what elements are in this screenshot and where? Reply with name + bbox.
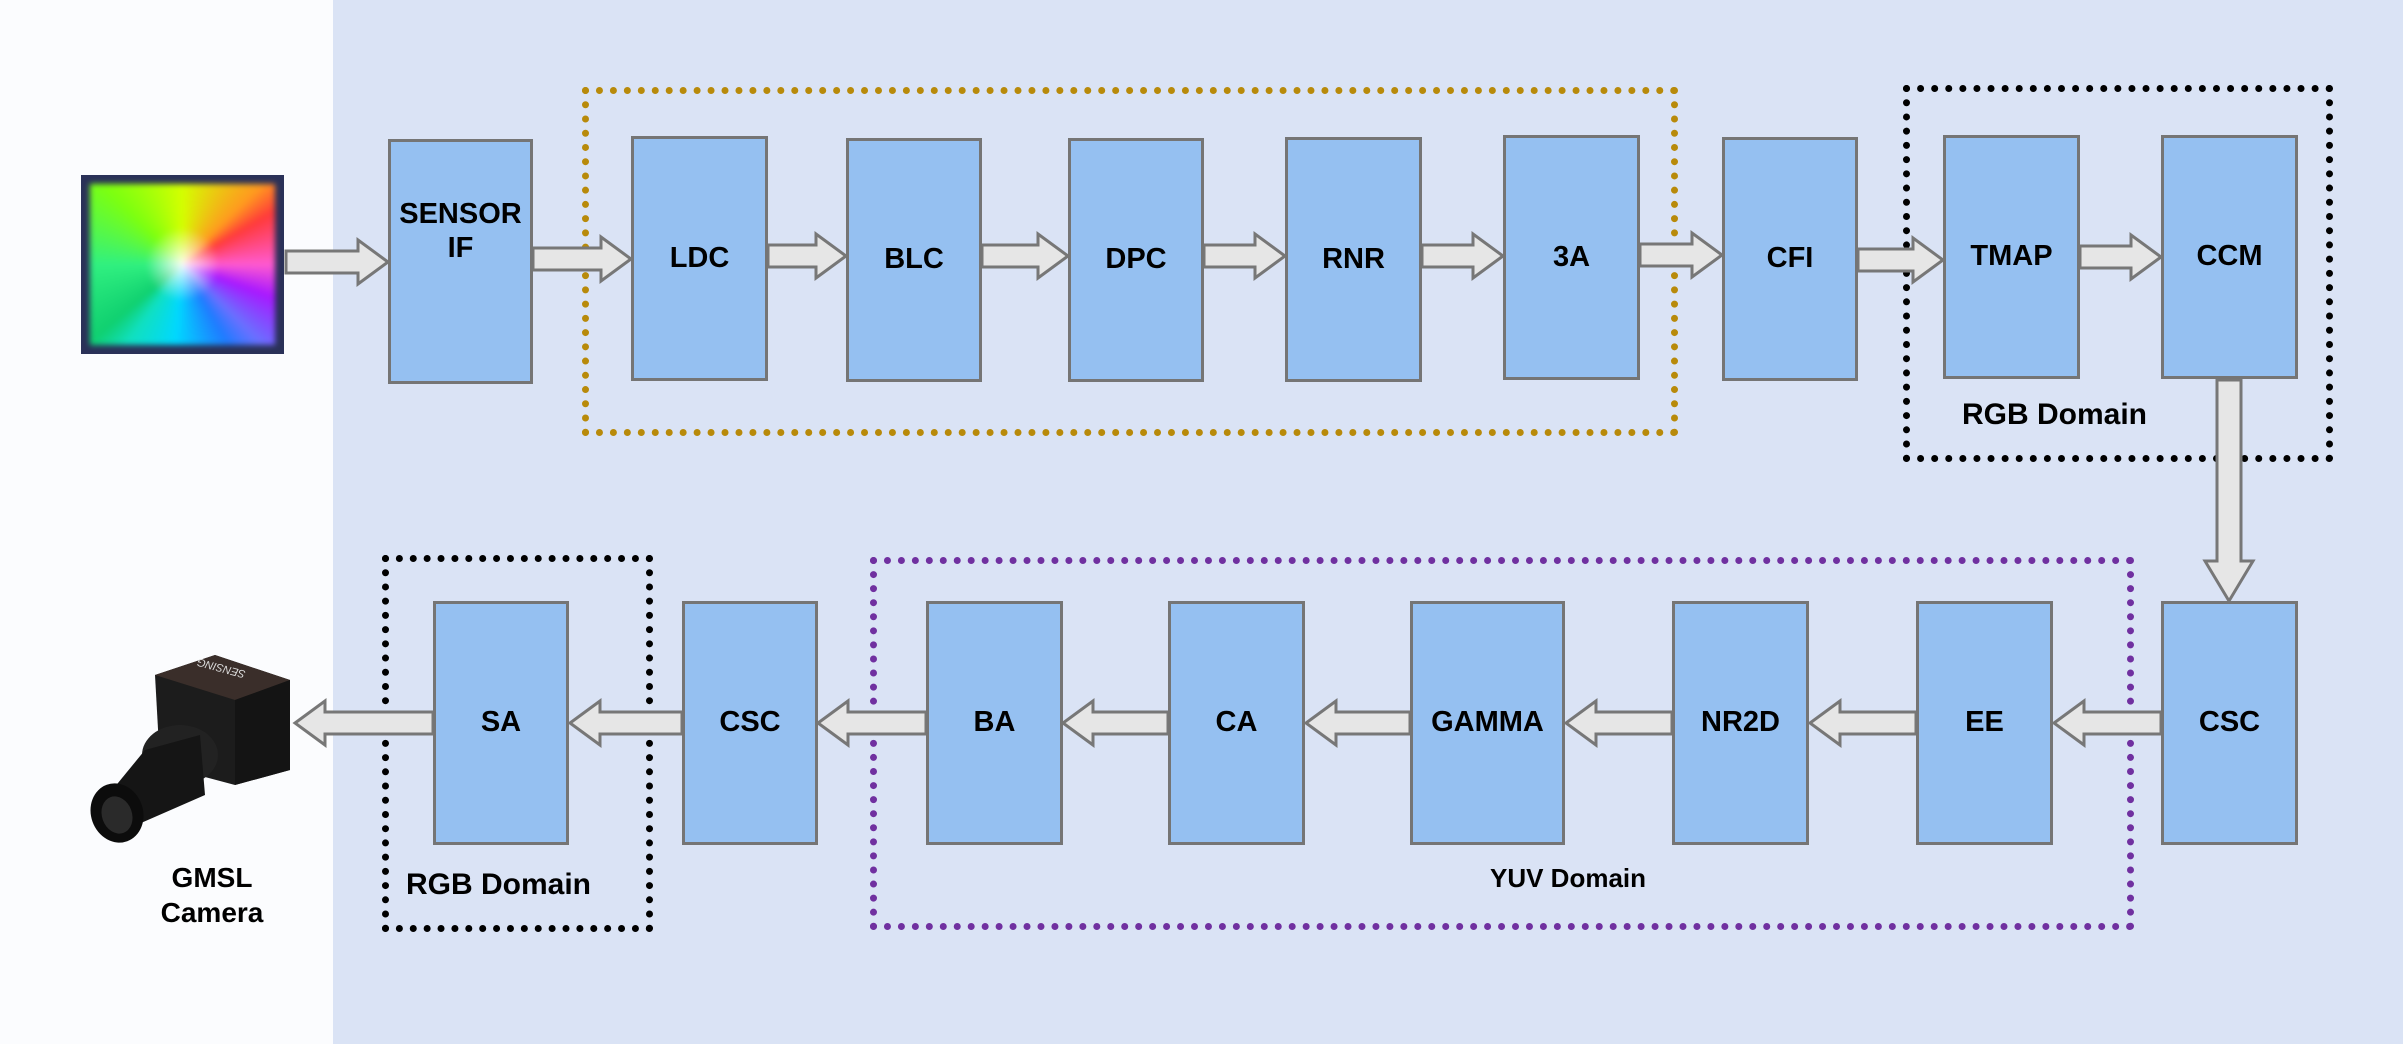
block-dpc: DPC: [1068, 138, 1204, 382]
arrow-cfi-to-tmap: [1856, 235, 1946, 285]
arrow-dpc-to-rnr: [1202, 231, 1288, 281]
block-gamma: GAMMA: [1410, 601, 1565, 845]
block-ba: BA: [926, 601, 1063, 845]
yuv-domain-label: YUV Domain: [1490, 863, 1647, 893]
arrow-ba-to-csc: [815, 698, 928, 748]
block-csc-in: CSC: [2161, 601, 2298, 845]
sensor-image-icon: [81, 175, 284, 354]
block-ee: EE: [1916, 601, 2053, 845]
yuv-domain-box: [870, 557, 2134, 930]
block-cfi: CFI: [1722, 137, 1858, 381]
gmsl-camera-icon: SENSING: [85, 655, 295, 845]
camera-label: GMSL Camera: [160, 862, 264, 928]
block-csc-out: CSC: [682, 601, 818, 845]
block-sa: SA: [433, 601, 569, 845]
arrow-rnr-to-3a: [1420, 231, 1506, 281]
block-3a: 3A: [1503, 135, 1640, 380]
block-nr2d: NR2D: [1672, 601, 1809, 845]
arrow-csc-to-ee: [2051, 698, 2163, 748]
block-ldc: LDC: [631, 136, 768, 381]
arrow-csc-to-sa: [567, 698, 684, 748]
arrow-tmap-to-ccm: [2078, 232, 2164, 282]
arrow-ldc-to-blc: [766, 231, 849, 281]
block-ca: CA: [1168, 601, 1305, 845]
rgb-domain-top-label: RGB Domain: [1962, 398, 2148, 431]
block-tmap: TMAP: [1943, 135, 2080, 379]
rgb-domain-bottom-box: [382, 555, 653, 932]
arrow-sa-to-camera: [292, 698, 435, 748]
arrow-sensor-to-sensorif: [284, 237, 391, 287]
rgb-domain-bottom-label: RGB Domain: [406, 868, 592, 901]
arrow-ca-to-ba: [1060, 698, 1170, 748]
arrow-sensorif-to-ldc: [531, 234, 634, 284]
arrow-ee-to-nr2d: [1807, 698, 1918, 748]
arrow-ccm-to-csc: [2202, 378, 2256, 604]
block-sensor-if: SENSOR IF: [388, 139, 533, 384]
block-blc: BLC: [846, 138, 982, 382]
arrow-gamma-to-ca: [1303, 698, 1412, 748]
arrow-3a-to-cfi: [1638, 230, 1725, 280]
arrow-blc-to-dpc: [980, 231, 1071, 281]
block-ccm: CCM: [2161, 135, 2298, 379]
arrow-nr2d-to-gamma: [1563, 698, 1674, 748]
rgb-domain-top-box: [1903, 85, 2333, 462]
block-rnr: RNR: [1285, 137, 1422, 382]
